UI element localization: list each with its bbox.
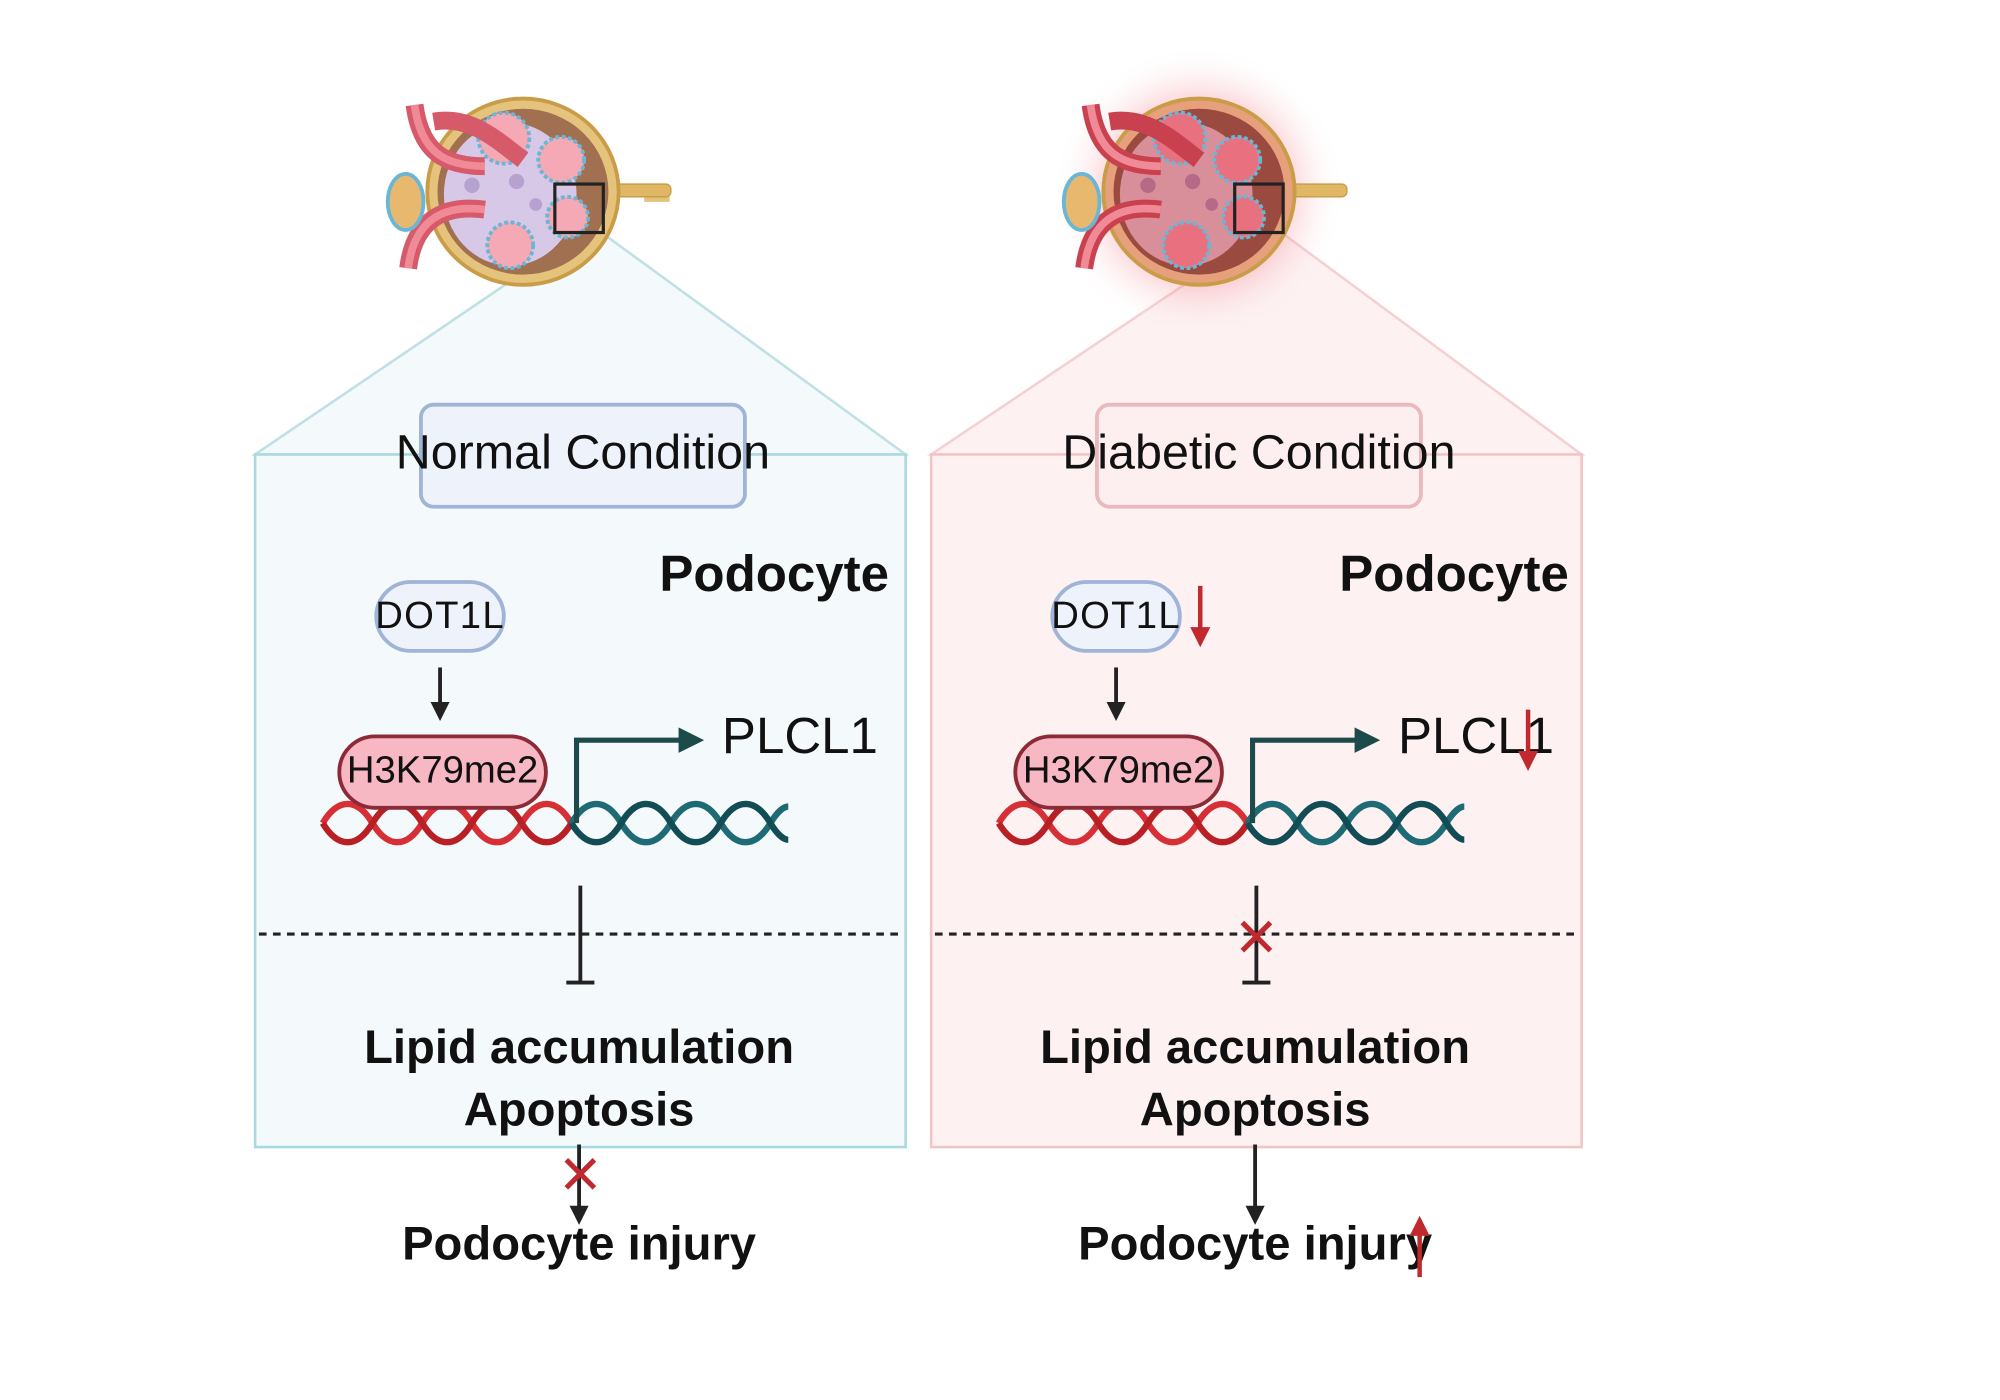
panel-title-diabetic: Diabetic Condition	[1062, 425, 1455, 479]
h3k79me2-node-normal	[337, 734, 548, 810]
h3k79me2-label-normal: H3K79me2	[347, 748, 538, 791]
dot1l-node-normal	[374, 580, 506, 653]
outcome-lipid-normal: Lipid accumulation	[364, 1021, 794, 1074]
cell-label-normal: Podocyte	[659, 545, 889, 602]
promoter-arrow-diabetic	[1250, 727, 1381, 824]
title-box-normal	[419, 402, 747, 509]
kidney-glomerulus-icon	[385, 96, 672, 287]
outcome-apoptosis-normal: Apoptosis	[464, 1083, 695, 1136]
outcome-lipid-diabetic: Lipid accumulation	[1040, 1021, 1470, 1074]
injury-label-normal: Podocyte injury	[402, 1217, 756, 1270]
outcome-apoptosis-diabetic: Apoptosis	[1140, 1083, 1371, 1136]
injury-label-diabetic: Podocyte injury	[1078, 1217, 1432, 1270]
x-mark-icon	[564, 1158, 597, 1190]
h3k79me2-label-diabetic: H3K79me2	[1023, 748, 1214, 791]
dot1l-node-diabetic	[1050, 580, 1182, 653]
panel-diabetic: Diabetic Condition Podocyte DOT1L H3K79m…	[926, 45, 1586, 1278]
title-box-diabetic	[1095, 402, 1423, 509]
panel-title-normal: Normal Condition	[396, 425, 770, 479]
cell-label-diabetic: Podocyte	[1339, 545, 1569, 602]
dot1l-label-diabetic: DOT1L	[1051, 594, 1181, 637]
plcl1-label-normal: PLCL1	[722, 707, 878, 764]
promoter-arrow-normal	[573, 727, 705, 824]
kidney-glomerulus-icon	[1061, 96, 1348, 287]
panel-normal: Normal Condition Podocyte DOT1L H3K79me2…	[250, 96, 910, 1270]
dot1l-label-normal: DOT1L	[375, 594, 505, 637]
x-mark-icon	[1240, 920, 1273, 953]
plcl1-label-diabetic: PLCL1	[1398, 707, 1554, 764]
h3k79me2-node-diabetic	[1013, 734, 1224, 810]
